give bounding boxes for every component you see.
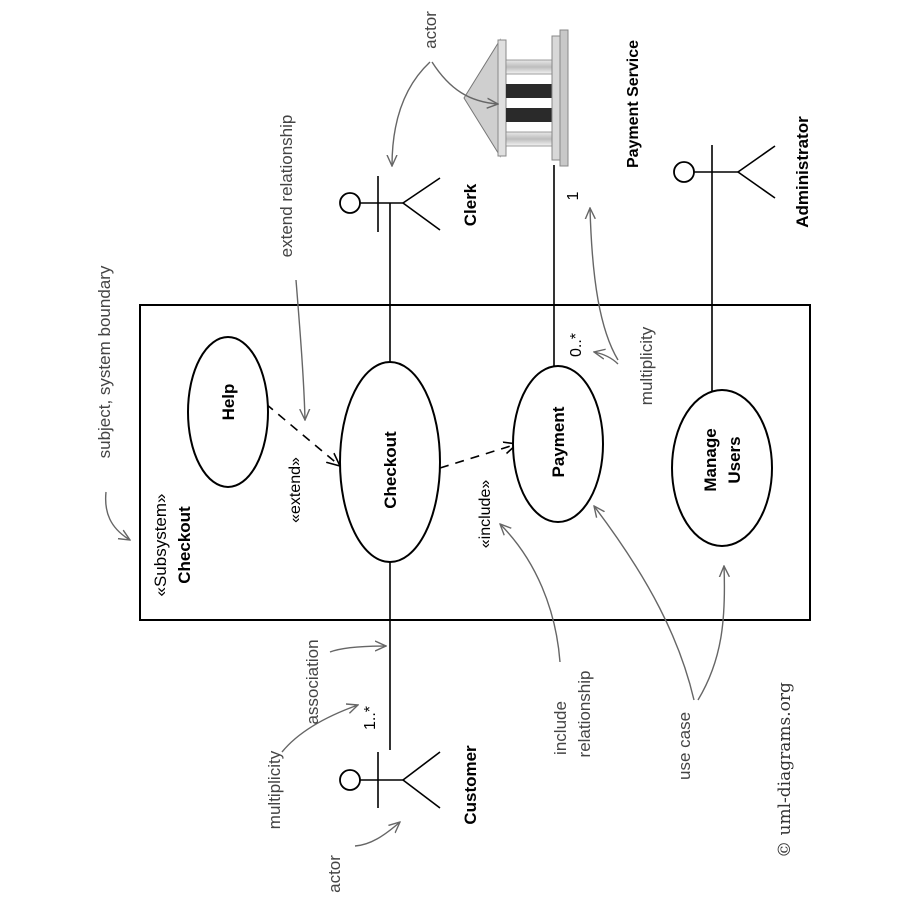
multiplicity-customer: 1..* (362, 706, 379, 730)
copyright-text: © uml-diagrams.org (775, 682, 795, 858)
use-case-payment-label: Payment (549, 406, 568, 477)
annotation-multiplicity-right: multiplicity (637, 326, 656, 405)
bank-icon (463, 29, 569, 167)
annotation-arrow-use-case-payment (594, 506, 695, 701)
annotation-subject-boundary: subject, system boundary (95, 265, 114, 458)
use-case-payment (512, 365, 604, 523)
use-case-manage-users (671, 389, 773, 547)
actor-clerk-icon (339, 176, 441, 232)
actor-administrator-label: Administrator (793, 116, 812, 228)
annotation-arrow-actor-clerk (392, 61, 431, 166)
extend-arrow (265, 403, 340, 466)
annotation-arrow-multiplicity-0 (594, 352, 619, 365)
subsystem-name: Checkout (175, 506, 194, 584)
annotation-arrow-extend (295, 279, 305, 420)
multiplicity-payment-service: 1 (565, 191, 582, 200)
use-case-checkout (339, 361, 441, 563)
actor-clerk-label: Clerk (461, 183, 480, 226)
annotation-actor-top: actor (421, 11, 440, 49)
annotation-actor-bottom: actor (325, 855, 344, 893)
annotation-include-line2: relationship (575, 671, 594, 758)
annotation-arrow-multiplicity-1 (590, 208, 619, 361)
annotation-include-line1: include (551, 701, 570, 755)
system-boundary (139, 304, 811, 621)
annotation-extend-relationship: extend relationship (277, 115, 296, 258)
use-case-manage-users-label-1: Manage (701, 428, 720, 491)
annotation-arrow-include (500, 524, 561, 663)
multiplicity-payment: 0..* (568, 333, 585, 357)
extend-label: «extend» (287, 457, 304, 523)
annotation-multiplicity-left: multiplicity (265, 750, 284, 829)
annotation-arrow-actor-customer (354, 822, 400, 847)
use-case-checkout-label: Checkout (381, 431, 400, 509)
actor-administrator-icon (673, 145, 776, 203)
use-case-help-label: Help (219, 384, 238, 421)
annotation-arrow-use-case-manage-users (697, 566, 724, 701)
use-case-help (187, 336, 269, 488)
include-label: «include» (477, 480, 494, 549)
annotation-arrow-actor-payment-service (431, 61, 498, 104)
actor-customer-label: Customer (461, 745, 480, 825)
subsystem-stereotype: «Subsystem» (151, 494, 170, 597)
annotation-arrow-system-boundary (104, 491, 130, 540)
annotation-arrow-multiplicity-customer (281, 705, 358, 753)
annotation-use-case: use case (675, 712, 694, 780)
annotation-arrow-association (329, 646, 386, 653)
actor-customer-icon (339, 751, 441, 809)
actor-payment-service-label: Payment Service (625, 40, 642, 168)
include-arrow (439, 444, 517, 469)
use-case-manage-users-label-2: Users (725, 436, 744, 483)
annotation-association: association (303, 639, 322, 724)
